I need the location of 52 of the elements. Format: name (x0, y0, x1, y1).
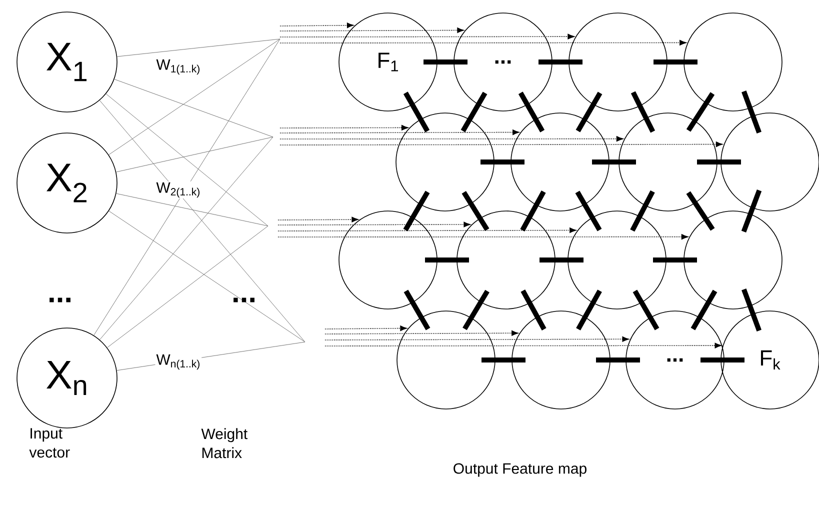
weight-label: W$_{n(1..k)}$ (155, 353, 202, 371)
dotted-arrow (324, 342, 722, 348)
connection-line (116, 193, 268, 226)
dotted-arrow (280, 136, 624, 142)
caption-text: Output Feature map (454, 463, 586, 477)
neuron-circle (568, 210, 666, 310)
neuron-circle (568, 12, 668, 112)
dotted-arrow (278, 216, 358, 222)
neuron-circle (510, 112, 610, 212)
dotted-arrow (280, 125, 408, 130)
dotted-arrow (280, 130, 520, 135)
link-bar (480, 160, 524, 164)
link-bar (700, 357, 744, 362)
dotted-arrow (280, 142, 723, 147)
connection-line (106, 226, 268, 348)
dotted-arrow (280, 40, 686, 46)
dotted-arrow (278, 228, 576, 233)
weight-label: W$_{1(1..k)}$ (155, 58, 202, 76)
link-bar (596, 357, 640, 362)
link-bar (424, 60, 468, 64)
neuron-circle (618, 112, 718, 212)
dotted-arrow (280, 28, 464, 33)
ellipsis: ... (50, 298, 70, 302)
ellipsis: ... (234, 298, 254, 302)
dotted-arrow (278, 234, 688, 240)
connection-line (94, 38, 280, 336)
dotted-arrow (280, 22, 354, 28)
connection-line (108, 210, 306, 342)
neuron-circle (396, 112, 494, 212)
connection-line (116, 136, 274, 172)
neuron-circle (338, 210, 438, 310)
caption-text: Weight Matrix (201, 428, 248, 458)
link-bar (538, 60, 582, 64)
neuron-circle (684, 12, 782, 112)
neuron-circle (512, 310, 610, 410)
connection-line (100, 136, 274, 340)
link-bar (482, 357, 526, 362)
neuron-circle (684, 210, 782, 310)
connection-line (114, 78, 274, 138)
neuron-circle (396, 310, 496, 410)
dotted-arrow (280, 34, 574, 40)
connection-line (106, 94, 268, 226)
connection-line (99, 100, 306, 342)
connection-line (108, 38, 280, 155)
dotted-arrow (278, 222, 470, 228)
dotted-arrow (324, 330, 518, 336)
weight-label: W$_{2(1..k)}$ (155, 181, 202, 199)
neuron-circle (456, 210, 556, 310)
dotted-arrow (324, 336, 629, 342)
link-bar (592, 160, 636, 164)
connection-line (116, 38, 280, 57)
dotted-arrow (324, 326, 407, 331)
